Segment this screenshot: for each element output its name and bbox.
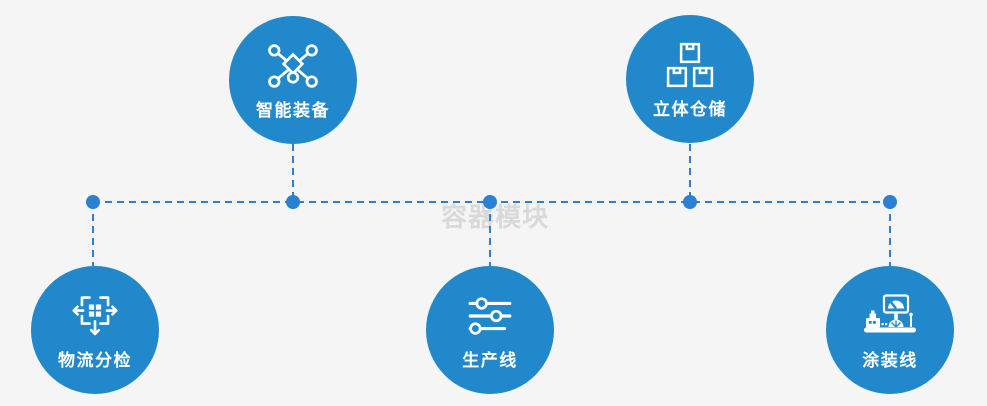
node-label: 涂装线: [862, 351, 918, 371]
move-sort-icon: [70, 290, 120, 342]
sliders-icon: [466, 290, 514, 342]
node-label: 智能装备: [256, 101, 330, 121]
connector-dot: [683, 195, 697, 209]
node-label: 立体仓储: [653, 100, 727, 120]
connector-dot: [286, 195, 300, 209]
connector-dot: [883, 195, 897, 209]
stacked-boxes-icon: [666, 39, 714, 91]
node-label: 生产线: [462, 351, 518, 371]
connector-dot: [483, 195, 497, 209]
node-intelligent-equipment: 智能装备: [229, 16, 357, 144]
network-nodes-icon: [267, 40, 319, 92]
node-painting-line: 涂装线: [826, 266, 954, 394]
node-production-line: 生产线: [426, 266, 554, 394]
node-logistics-sorting: 物流分检: [31, 266, 159, 394]
node-label: 物流分检: [58, 351, 132, 371]
node-stereo-warehouse: 立体仓储: [626, 15, 754, 143]
connector-dot: [86, 195, 100, 209]
factory-machine-icon: [862, 290, 918, 342]
watermark-text: 容器模块: [441, 203, 550, 233]
